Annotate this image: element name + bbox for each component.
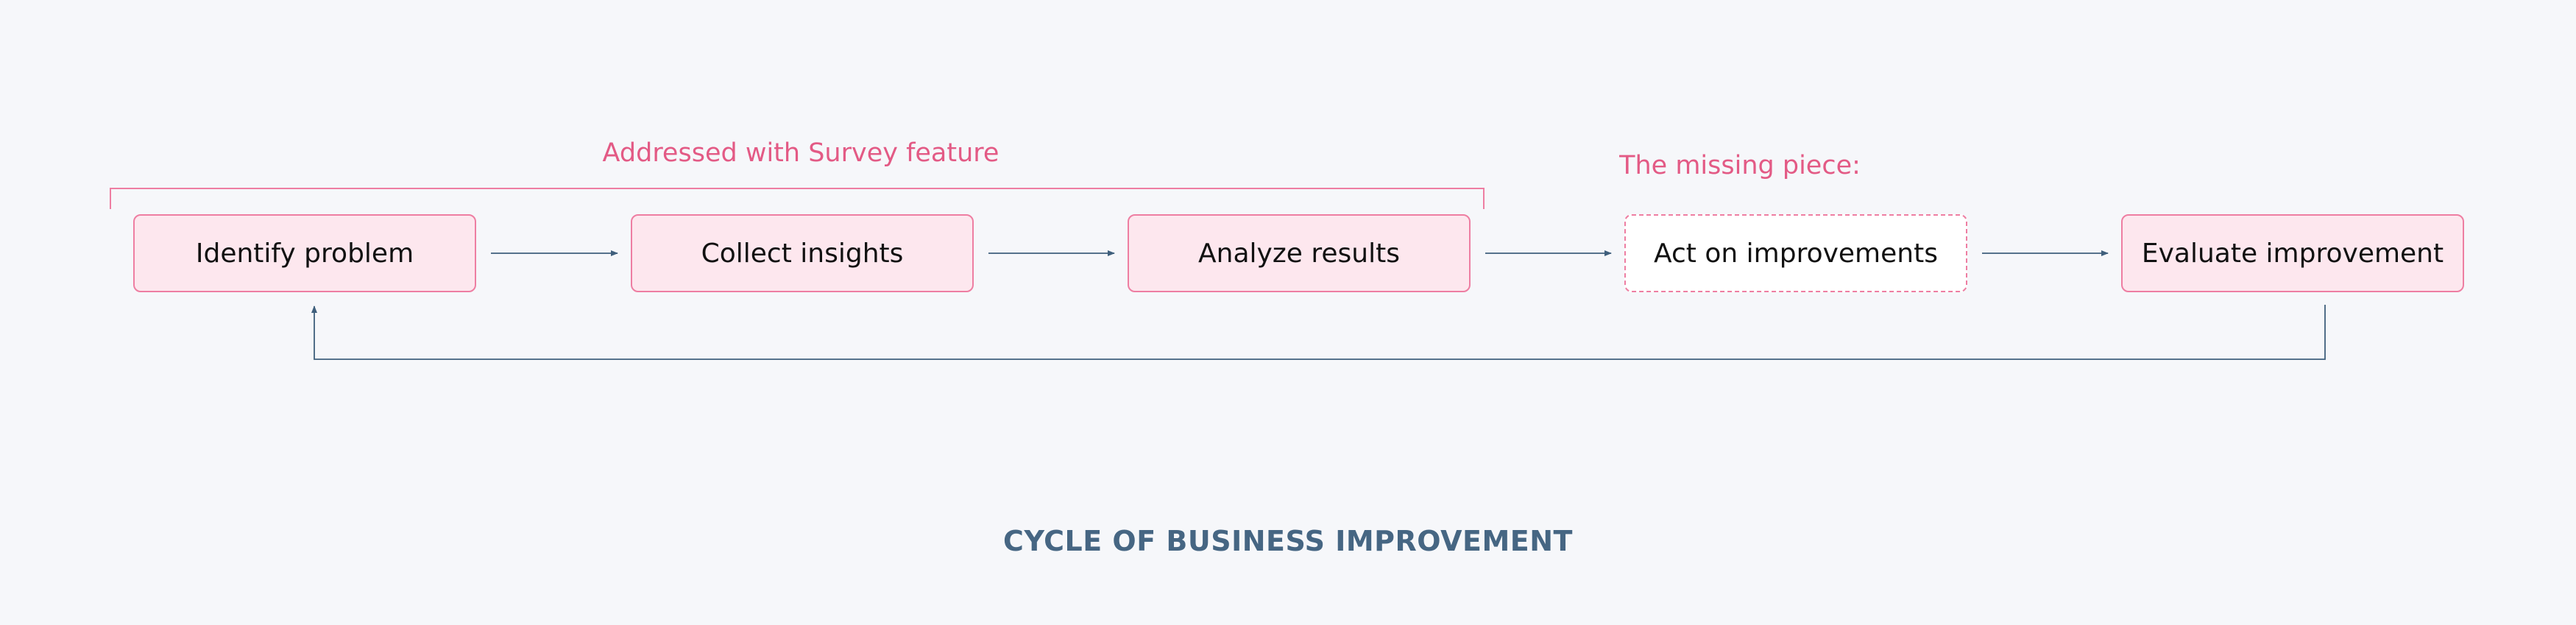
step-evaluate-improvement: Evaluate improvement [2121, 214, 2464, 292]
survey-bracket [110, 188, 1485, 209]
survey-feature-annotation: Addressed with Survey feature [602, 138, 999, 168]
step-label: Collect insights [701, 238, 904, 269]
step-label: Evaluate improvement [2141, 238, 2444, 269]
step-collect-insights: Collect insights [631, 214, 974, 292]
diagram-title: CYCLE OF BUSINESS IMPROVEMENT [1003, 525, 1573, 557]
step-identify-problem: Identify problem [133, 214, 476, 292]
step-analyze-results: Analyze results [1128, 214, 1471, 292]
feedback-loop-arrow [311, 305, 2326, 360]
step-label: Analyze results [1198, 238, 1400, 269]
missing-piece-annotation: The missing piece: [1619, 151, 1861, 180]
step-label: Identify problem [195, 238, 414, 269]
step-act-on-improvements: Act on improvements [1624, 214, 1967, 292]
step-label: Act on improvements [1654, 238, 1938, 269]
